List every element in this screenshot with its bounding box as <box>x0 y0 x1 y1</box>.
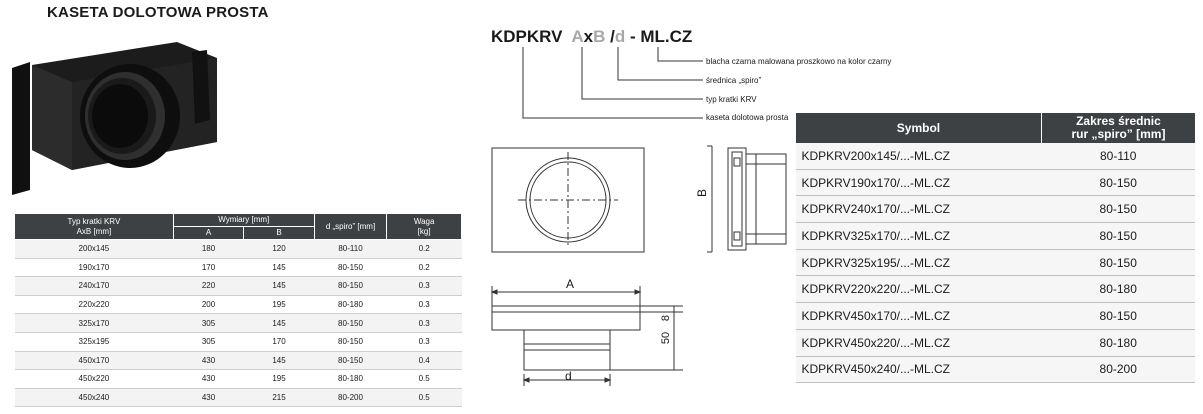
header-d: d „spiro” [mm] <box>313 213 388 240</box>
code-label-material: blacha czarna malowana proszkowo na kolo… <box>706 57 892 66</box>
header-wymiary: Wymiary [mm] <box>172 213 315 227</box>
dim-label-a: A <box>566 277 575 291</box>
product-photo <box>12 42 217 195</box>
page-title: KASETA DOLOTOWA PROSTA <box>47 4 269 21</box>
header-waga: Waga[kg] <box>386 213 462 240</box>
header-symbol: Symbol <box>795 113 1042 143</box>
product-code: KDPKRV AxB /d - ML.CZ <box>491 27 693 46</box>
code-label-type: kaseta dolotowa prosta <box>706 113 789 122</box>
code-label-diameter: średnica „spiro” <box>706 76 762 85</box>
front-view-drawing <box>491 147 645 253</box>
dim-label-8: 8 <box>660 314 673 322</box>
header-b: B <box>243 226 315 240</box>
dim-label-50: 50 <box>660 331 673 345</box>
code-leader-lines <box>522 47 703 119</box>
header-a: A <box>172 226 245 240</box>
dim-label-b: B <box>695 188 710 198</box>
code-label-grille: typ kratki KRV <box>706 95 757 104</box>
dim-label-d: d <box>565 369 572 383</box>
side-view-drawing <box>707 145 787 253</box>
top-view-drawing <box>490 286 683 386</box>
